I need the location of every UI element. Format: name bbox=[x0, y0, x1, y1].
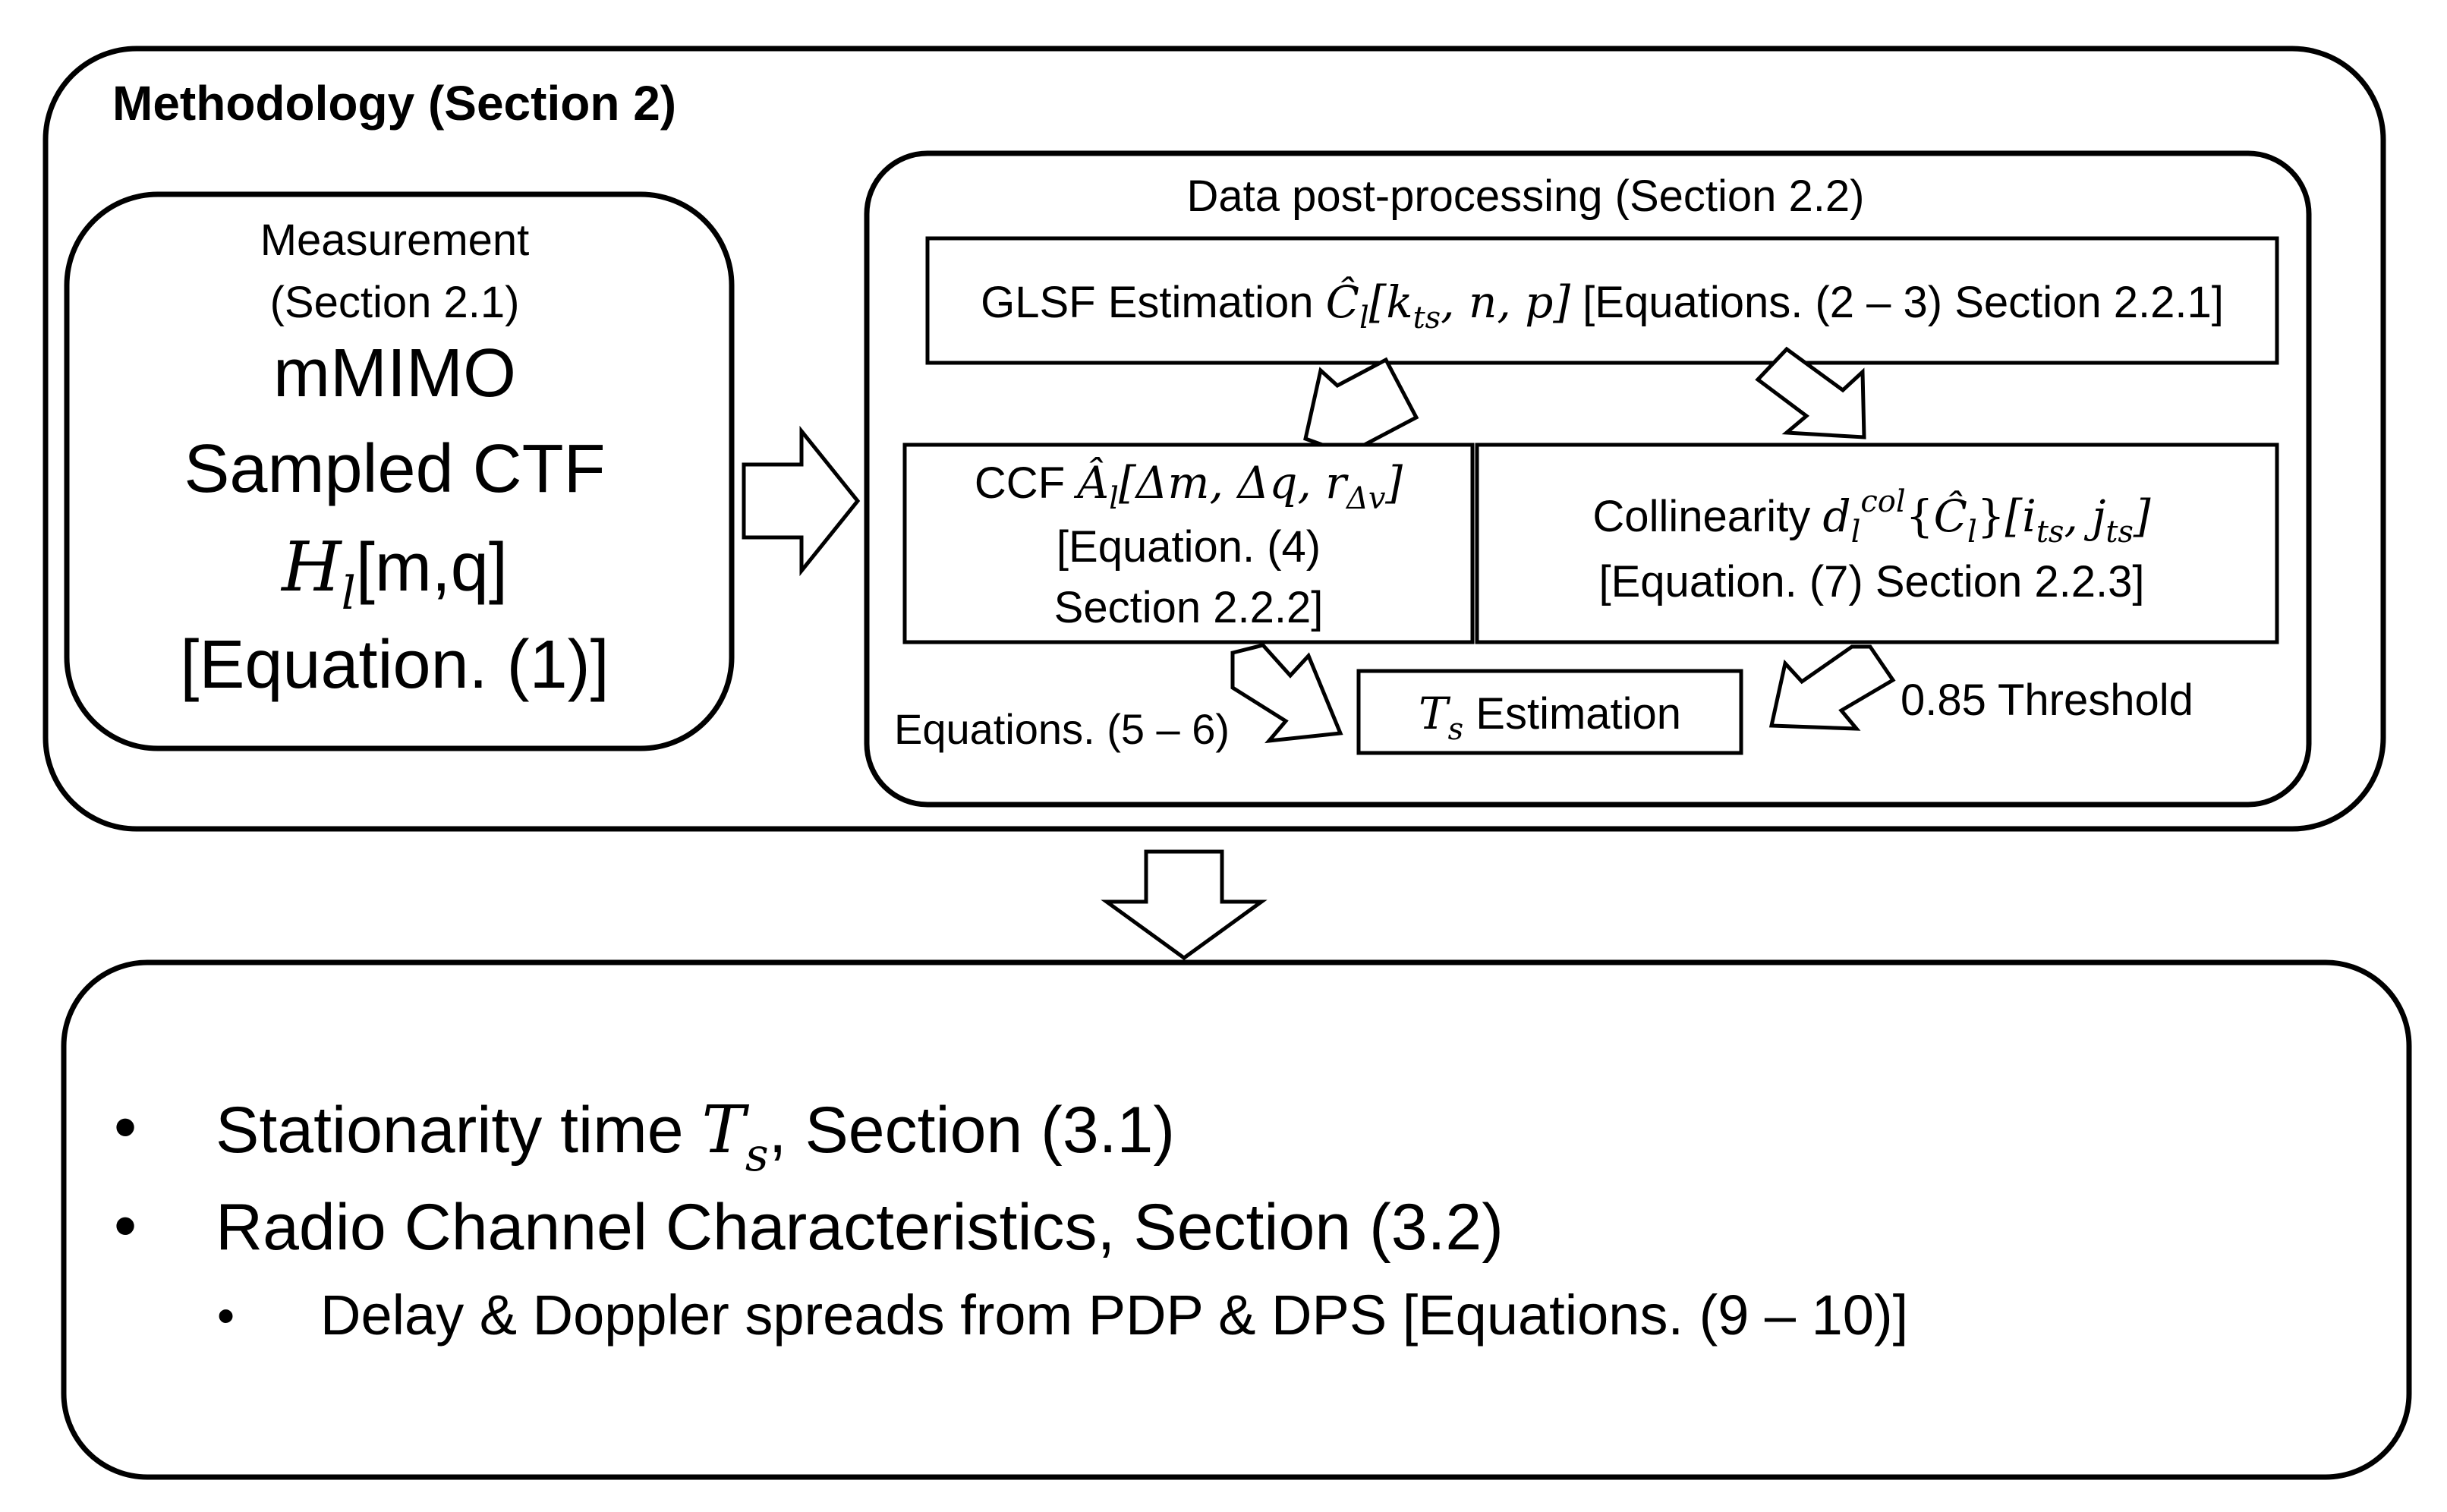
collinearity-ref: [Equation. (7) Section 2.2.3] bbox=[1599, 557, 2145, 606]
threshold-note: 0.85 Threshold bbox=[1901, 676, 2193, 725]
arrow-glsf-to-collinearity bbox=[1755, 346, 1866, 439]
arrow-ccf-to-ts bbox=[1230, 643, 1343, 744]
bullet-marker-2: • bbox=[114, 1189, 137, 1262]
measurement-heading: Measurement bbox=[260, 216, 530, 265]
measurement-symbol: Hl[m,q] bbox=[280, 528, 508, 620]
measurement-line-sampled-ctf: Sampled CTF bbox=[184, 431, 605, 507]
measurement-equation: [Equation. (1)] bbox=[180, 627, 609, 703]
post-processing-title: Data post-processing (Section 2.2) bbox=[1187, 172, 1865, 221]
arrow-threshold-to-ts bbox=[1768, 644, 1896, 731]
glsf-estimation-box: GLSF Estimation Ĉl[kts, n, p] [Equations… bbox=[925, 236, 2279, 365]
ts-estimation-text: Ts Estimation bbox=[1419, 688, 1681, 747]
measurement-box: Measurement (Section 2.1) mMIMO Sampled … bbox=[64, 191, 735, 751]
equations-5-6-note: Equations. (5 – 6) bbox=[894, 705, 1230, 753]
glsf-estimation-text: GLSF Estimation Ĉl[kts, n, p] [Equations… bbox=[981, 276, 2224, 335]
measurement-line-mmimo: mMIMO bbox=[273, 335, 516, 411]
bullet-stationarity-time: Stationarity time Ts, Section (3.1) bbox=[216, 1092, 1175, 1182]
bullet-radio-channel: Radio Channel Characteristics, Section (… bbox=[216, 1191, 1504, 1264]
ccf-formula: CCF Âl[Δm, Δq, rΔv] bbox=[975, 457, 1403, 516]
sub-bullet-marker: • bbox=[217, 1287, 235, 1343]
collinearity-box: Collinearity dlcol{Ĉl}[its, jts] [Equati… bbox=[1475, 443, 2279, 644]
measurement-section: (Section 2.1) bbox=[270, 278, 520, 327]
ts-estimation-box: Ts Estimation bbox=[1356, 669, 1743, 755]
bullet-marker-1: • bbox=[114, 1091, 137, 1164]
sub-bullet-delay-doppler: Delay & Doppler spreads from PDP & DPS [… bbox=[320, 1284, 1908, 1347]
collinearity-formula: Collinearity dlcol{Ĉl}[its, jts] bbox=[1592, 484, 2151, 550]
arrow-to-post-processing bbox=[742, 425, 861, 577]
ccf-box: CCF Âl[Δm, Δq, rΔv] [Equation. (4) Secti… bbox=[902, 443, 1475, 644]
results-box: • Stationarity time Ts, Section (3.1) • … bbox=[61, 959, 2412, 1480]
methodology-title: Methodology (Section 2) bbox=[112, 76, 676, 131]
ccf-ref-line2: Section 2.2.2] bbox=[1054, 583, 1324, 632]
ccf-ref-line1: [Equation. (4) bbox=[1057, 522, 1321, 572]
arrow-down-to-results bbox=[1101, 849, 1268, 961]
